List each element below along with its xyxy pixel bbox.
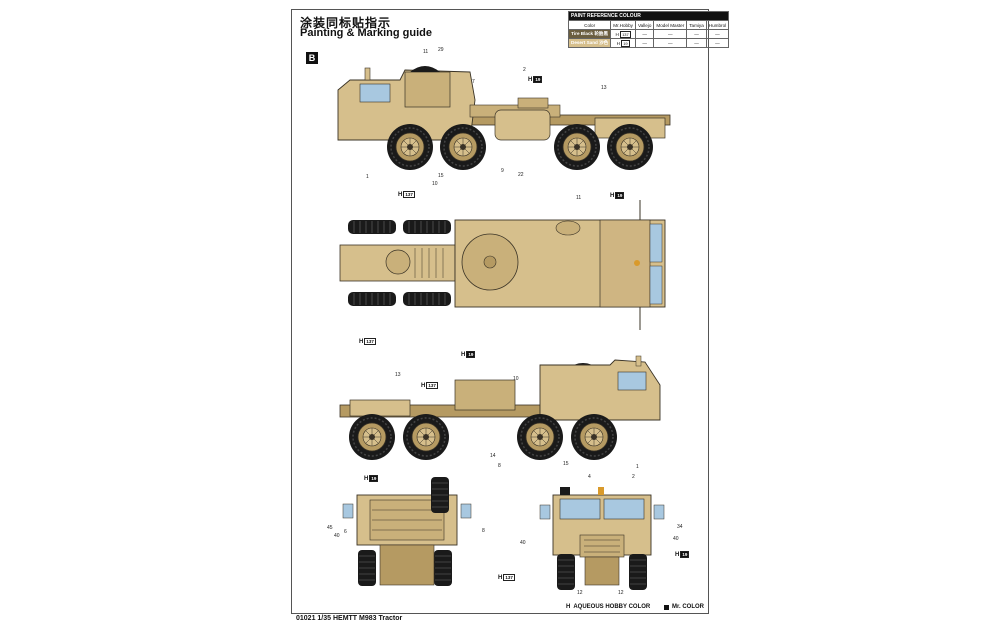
callout-9: 9 [501,168,504,174]
cell-vallejo-2: — [634,38,655,48]
callout-7: 7 [472,79,475,85]
legend-h-icon: H [566,604,571,610]
callout-15b: 15 [563,461,569,467]
callout-40b: 40 [520,540,526,546]
callout-14: 14 [490,453,496,459]
callout-11: 11 [423,49,429,55]
square-icon [664,604,669,610]
legend-aqueous: H AQUEOUS HOBBY COLOR [566,604,651,610]
callout-8b: 8 [482,528,485,534]
callout-2: 2 [523,67,526,73]
callout-12: 12 [577,590,583,596]
callout-2b: 2 [632,474,635,480]
top-view [339,200,666,330]
front-view [539,487,665,591]
callout-1b: 1 [636,464,639,470]
callout-40: 40 [334,533,340,539]
callout-6: 6 [344,529,347,535]
cell-humbrol-2: — [705,38,730,48]
callout-22: 22 [518,172,524,178]
callout-1: 1 [366,174,369,180]
paint-reference-table: PAINT REFERENCE COLOUR Color Mr.Hobby Va… [567,11,730,48]
side-view-right [339,355,661,461]
side-view-left [337,66,671,171]
callout-34: 34 [677,524,683,530]
callout-13b: 13 [395,372,401,378]
section-badge: B [306,52,318,64]
footer-product: 01021 1/35 HEMTT M983 Tractor [296,615,403,622]
callout-10b: 10 [513,376,519,382]
title-chinese: 涂装同标贴指示 [300,16,392,30]
cell-modelmaster-2: — [653,38,688,48]
callout-10: 10 [432,181,438,187]
callout-13: 13 [601,85,607,91]
color-desert-sand: Desert Sand 沙色 [567,38,612,48]
callout-12b: 12 [618,590,624,596]
legend-mrcolor: Mr. COLOR [664,604,704,610]
callout-40c: 40 [673,536,679,542]
callout-29: 29 [438,47,444,53]
callout-top-11: 11 [576,195,582,201]
callout-4: 4 [588,474,591,480]
callout-45: 45 [327,525,333,531]
callout-15: 15 [438,173,444,179]
rear-view [342,476,472,587]
callout-8: 8 [498,463,501,469]
title-english: Painting & Marking guide [300,27,433,39]
